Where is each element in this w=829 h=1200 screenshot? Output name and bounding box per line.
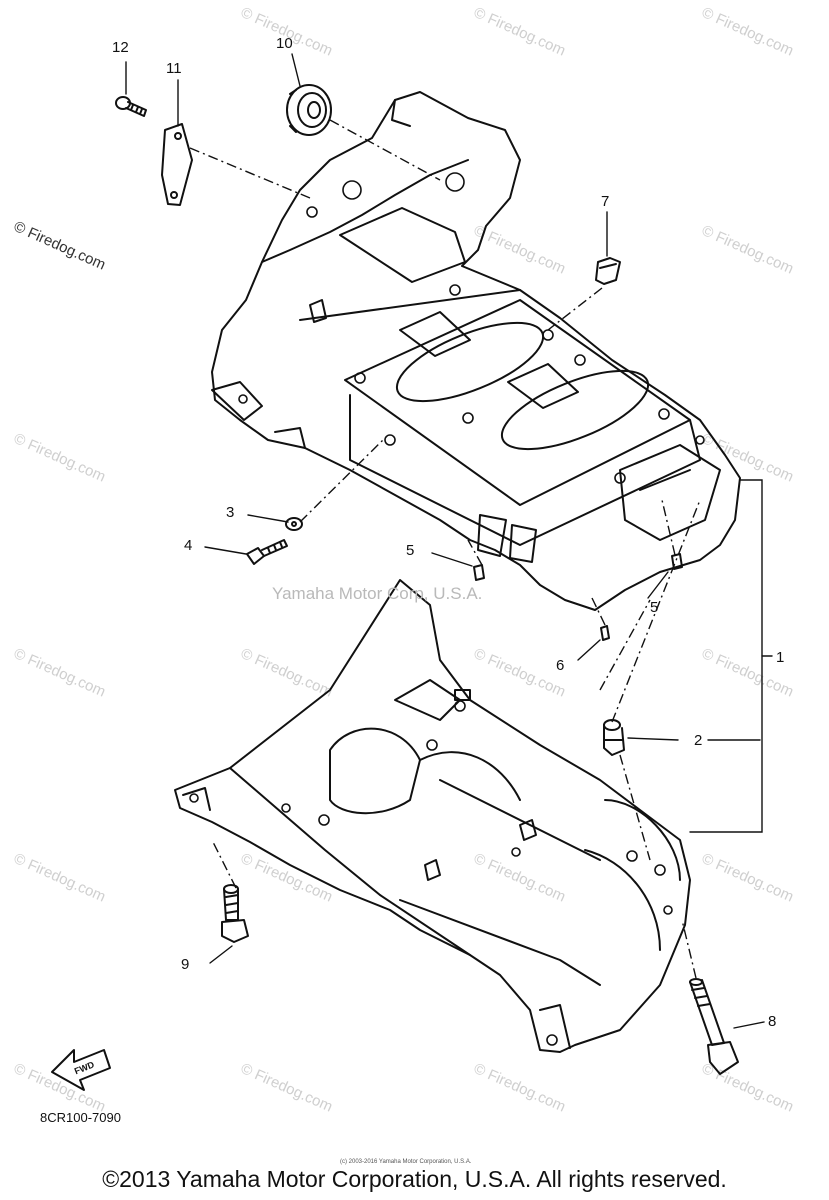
plug-part-2 bbox=[603, 719, 625, 756]
copyright-notice: ©2013 Yamaha Motor Corporation, U.S.A. A… bbox=[102, 1166, 727, 1192]
callout-8: 8 bbox=[768, 1013, 777, 1030]
leader-lines bbox=[125, 53, 773, 1029]
upper-crankcase bbox=[211, 91, 741, 611]
bolt-part-4 bbox=[246, 539, 288, 565]
lower-crankcase bbox=[174, 579, 691, 1053]
upper-case-holes bbox=[238, 172, 705, 484]
bolt-part-9 bbox=[221, 884, 249, 943]
bearing-part-10 bbox=[286, 84, 332, 136]
callout-9: 9 bbox=[181, 956, 190, 973]
screw-part-12 bbox=[115, 96, 147, 117]
dowel-part-5 bbox=[473, 564, 485, 581]
diagram-code: 8CR100-7090 bbox=[40, 1110, 121, 1125]
fwd-arrow-icon bbox=[51, 1049, 111, 1091]
lower-case-holes bbox=[189, 700, 673, 1046]
callout-1: 1 bbox=[776, 649, 785, 666]
dowel-part-7 bbox=[595, 257, 621, 285]
callout-4: 4 bbox=[184, 537, 193, 554]
callout-12: 12 bbox=[112, 39, 129, 56]
callout-11: 11 bbox=[166, 60, 182, 77]
callout-2: 2 bbox=[694, 732, 703, 749]
dowel-part-5 bbox=[671, 553, 683, 570]
fine-print: (c) 2003-2016 Yamaha Motor Corporation, … bbox=[340, 1159, 472, 1165]
washer-part-3 bbox=[285, 517, 303, 531]
callout-3: 3 bbox=[226, 504, 235, 521]
bolt-part-8 bbox=[689, 978, 739, 1075]
callout-6: 6 bbox=[556, 657, 565, 674]
callout-5: 5 bbox=[650, 599, 659, 616]
watermark-center: Yamaha Motor Corp, U.S.A. bbox=[272, 584, 483, 603]
callout-7: 7 bbox=[601, 193, 610, 210]
pin-part-6 bbox=[600, 625, 610, 641]
assembly-dash-lines bbox=[189, 119, 701, 979]
plate-part-11 bbox=[161, 123, 193, 206]
callout-5: 5 bbox=[406, 542, 415, 559]
callout-10: 10 bbox=[276, 35, 293, 52]
